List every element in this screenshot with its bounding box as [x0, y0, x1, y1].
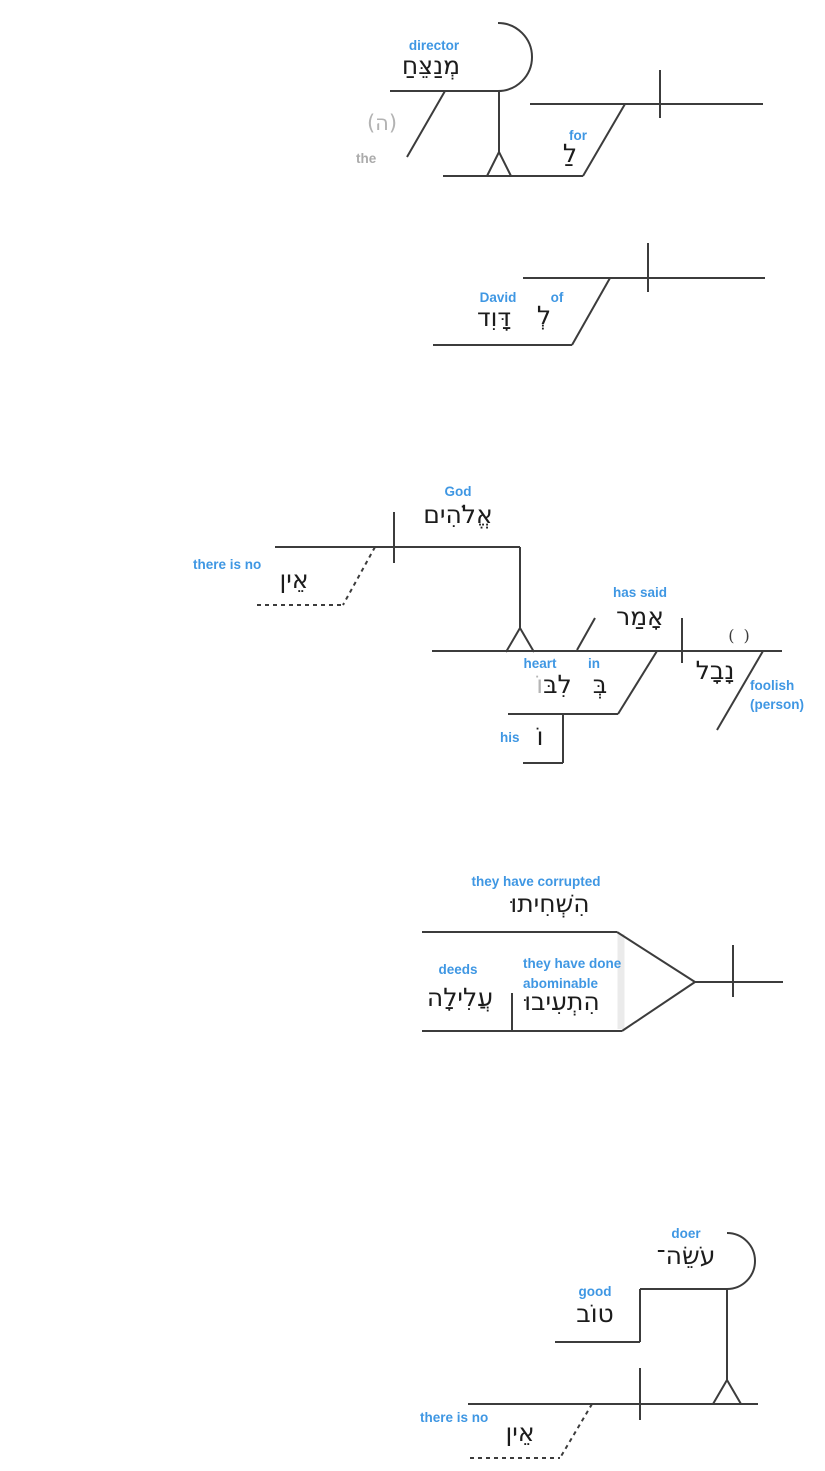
- c3-pedestal-triangle: [505, 626, 535, 653]
- empty-subject-slot[interactable]: ( ): [728, 626, 752, 645]
- c3-small-slash: [576, 617, 596, 651]
- word-ein-1[interactable]: אֵין: [279, 565, 309, 594]
- gloss-god: God: [444, 484, 472, 499]
- clause2-lines: [433, 243, 765, 346]
- gloss-they-have-corrupted: they have corrupted: [471, 874, 601, 889]
- gloss-director: director: [408, 38, 460, 53]
- clause4-lines: [422, 931, 783, 1032]
- c3-naval-slant: [716, 650, 764, 731]
- gloss-heart: heart: [523, 656, 557, 671]
- word-amar[interactable]: אָמַר: [616, 602, 664, 631]
- gloss-there-is-no-1: there is no: [193, 557, 262, 572]
- word-lev-stem[interactable]: לִבּ: [543, 670, 572, 699]
- word-bet[interactable]: בְּ: [592, 670, 608, 699]
- gloss-they-have-done-abominable: they have done abominable: [523, 954, 621, 994]
- gloss-good: good: [578, 1284, 612, 1299]
- word-naval[interactable]: נָבָל: [695, 656, 735, 685]
- c1-pedestal-triangle: [486, 149, 512, 177]
- word-lev[interactable]: לִבּוֹ: [524, 671, 584, 699]
- c1-pedestal-hook-arc: [497, 22, 533, 92]
- c1-article-slant: [406, 90, 446, 158]
- word-menatseach[interactable]: מְנַצֵּחַ: [401, 51, 461, 80]
- c5-ein-dashed-slant: [559, 1403, 593, 1459]
- c4-fork-upper: [616, 931, 696, 983]
- gloss-his: his: [500, 730, 520, 745]
- gloss-has-said: has said: [612, 585, 668, 600]
- gloss-foolish: foolish: [750, 678, 795, 693]
- word-lev-suffix-ghost: וֹ: [536, 670, 544, 699]
- gloss-they-have-done: they have done: [523, 956, 622, 971]
- gloss-the: the: [356, 151, 377, 166]
- gloss-in: in: [588, 656, 600, 671]
- c1-prep-slant: [582, 103, 626, 177]
- gloss-abominable: abominable: [523, 976, 599, 991]
- word-hitivu[interactable]: הִתְעִיבוּ: [524, 987, 600, 1016]
- gloss-doer: doer: [671, 1226, 701, 1241]
- c4-fork-lower: [621, 981, 696, 1032]
- c5-pedestal-hook-arc: [726, 1232, 756, 1290]
- clause1-lines: [390, 22, 763, 177]
- word-tov[interactable]: טוֹב: [576, 1299, 614, 1328]
- clause5-lines: [468, 1232, 758, 1459]
- gloss-of: of: [550, 290, 564, 305]
- word-hishchitu[interactable]: הִשְׁחִיתוּ: [510, 889, 590, 918]
- word-lamed-of[interactable]: לְ: [536, 301, 552, 330]
- word-alilah[interactable]: עֲלִילָה: [426, 983, 494, 1012]
- c3-ein-dashed-slant: [342, 546, 376, 606]
- gloss-david: David: [479, 290, 517, 305]
- word-elided-article[interactable]: (ה): [366, 111, 398, 135]
- word-ein-2[interactable]: אֵין: [505, 1418, 535, 1447]
- gloss-deeds: deeds: [438, 962, 478, 977]
- clause3-lines: [257, 512, 782, 764]
- c2-prep-slant: [571, 277, 611, 346]
- word-lamed-for[interactable]: לַ: [562, 139, 578, 168]
- word-oseh[interactable]: עֹשֵׂה־: [656, 1241, 716, 1270]
- gloss-person: (person): [750, 697, 804, 712]
- word-david[interactable]: דָּוִד: [476, 303, 512, 332]
- word-vav-suffix[interactable]: וֹ: [536, 722, 544, 751]
- word-elohim[interactable]: אֱלֹהִים: [423, 500, 493, 529]
- gloss-there-is-no-2: there is no: [420, 1410, 489, 1425]
- c5-pedestal-triangle: [712, 1378, 742, 1405]
- gloss-for: for: [569, 128, 587, 143]
- c3-prep-slant: [617, 650, 658, 715]
